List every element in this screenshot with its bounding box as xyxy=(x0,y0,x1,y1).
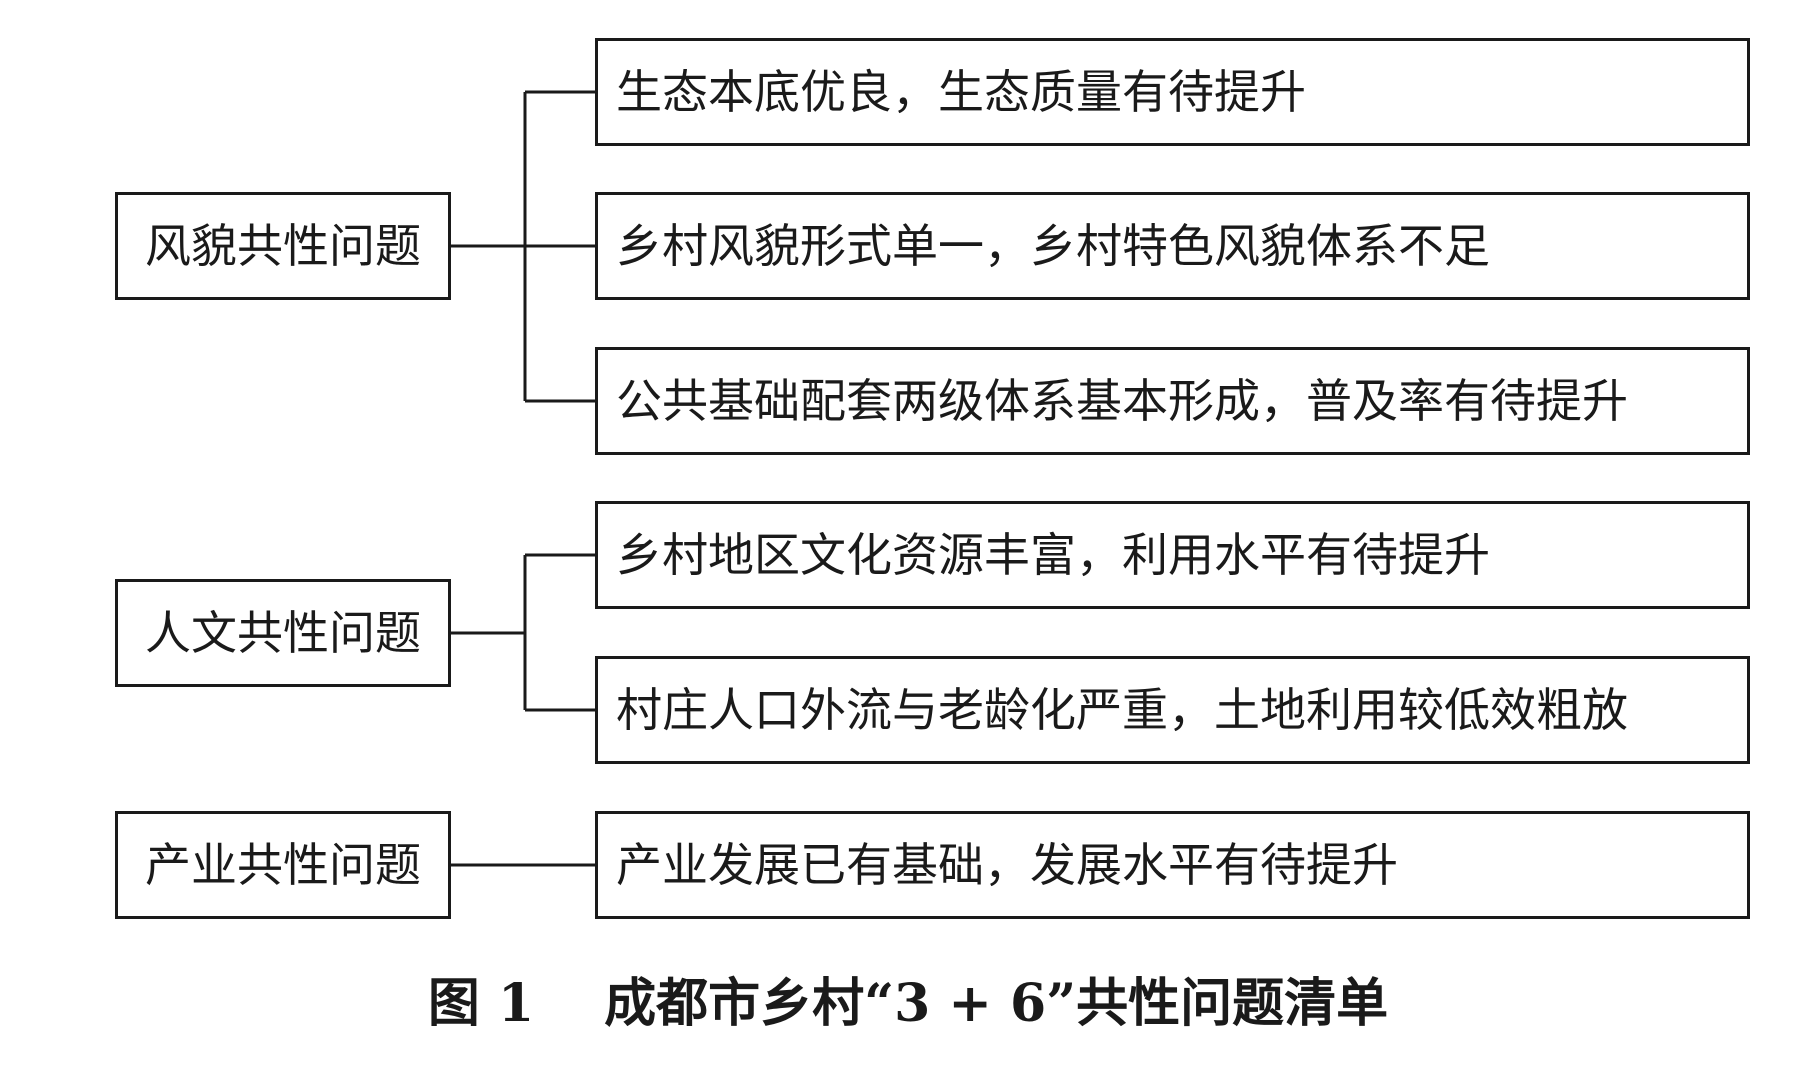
category-label: 风貌共性问题 xyxy=(145,219,421,273)
issue-text: 乡村风貌形式单一，乡村特色风貌体系不足 xyxy=(616,219,1490,273)
issue-box: 产业发展已有基础，发展水平有待提升 xyxy=(595,811,1750,919)
issue-box: 乡村风貌形式单一，乡村特色风貌体系不足 xyxy=(595,192,1750,300)
issue-box: 公共基础配套两级体系基本形成，普及率有待提升 xyxy=(595,347,1750,455)
issue-text: 村庄人口外流与老龄化严重，土地利用较低效粗放 xyxy=(616,683,1628,737)
issue-box: 乡村地区文化资源丰富，利用水平有待提升 xyxy=(595,501,1750,609)
category-box-fengmao: 风貌共性问题 xyxy=(115,192,451,300)
category-box-renwen: 人文共性问题 xyxy=(115,579,451,687)
issue-text: 产业发展已有基础，发展水平有待提升 xyxy=(616,838,1398,892)
category-box-chanye: 产业共性问题 xyxy=(115,811,451,919)
issue-text: 生态本底优良，生态质量有待提升 xyxy=(616,65,1306,119)
issue-box: 村庄人口外流与老龄化严重，土地利用较低效粗放 xyxy=(595,656,1750,764)
figure-title: 成都市乡村“3 + 6”共性问题清单 xyxy=(604,973,1389,1034)
issue-box: 生态本底优良，生态质量有待提升 xyxy=(595,38,1750,146)
figure-number: 图 1 xyxy=(427,973,535,1034)
issue-text: 乡村地区文化资源丰富，利用水平有待提升 xyxy=(616,528,1490,582)
category-label: 人文共性问题 xyxy=(145,606,421,660)
issue-text: 公共基础配套两级体系基本形成，普及率有待提升 xyxy=(616,374,1628,428)
category-label: 产业共性问题 xyxy=(145,838,421,892)
